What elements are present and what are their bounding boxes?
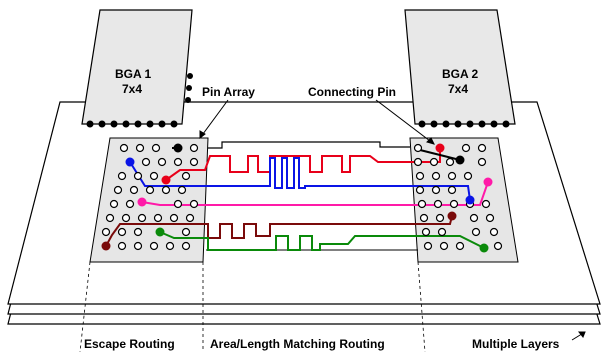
bga2-size: 7x4 (448, 82, 468, 96)
connecting-pin-arrow (375, 99, 435, 145)
multiple-layers-label: Multiple Layers (472, 337, 560, 351)
pin-maroon-left (101, 241, 111, 251)
bga1-balls (86, 73, 193, 128)
pin-blue-right (465, 195, 475, 205)
pin-maroon-right (447, 211, 457, 221)
bga1-chip: BGA 1 7x4 (81, 9, 193, 128)
pin-array-label: Pin Array (202, 85, 255, 99)
pin-magenta-left (137, 197, 147, 207)
trace-blue (129, 157, 471, 201)
pins-right (413, 143, 503, 251)
pin-green-right (479, 243, 489, 253)
board-layer-top (7, 101, 601, 305)
pin-red-left (161, 175, 171, 185)
connecting-pin-label: Connecting Pin (308, 85, 396, 99)
bga2-chip: BGA 2 7x4 (404, 9, 516, 128)
callout-arrows (199, 99, 586, 341)
trace-maroon (105, 215, 453, 247)
pins-left (101, 143, 199, 251)
pin-red-right (435, 143, 445, 153)
routing-channel-outline (208, 141, 410, 149)
connecting-pins (101, 143, 493, 253)
bga2-name: BGA 2 (442, 67, 479, 81)
pin-magenta-right (483, 177, 493, 187)
pin-green-left (155, 227, 165, 237)
bga2-balls (418, 120, 510, 128)
area-length-matching-label: Area/Length Matching Routing (210, 337, 385, 351)
pin-array-arrow (199, 99, 229, 139)
bga1-name: BGA 1 (115, 67, 152, 81)
trace-red (165, 148, 441, 181)
board-layers (7, 101, 601, 325)
trace-green (159, 231, 485, 251)
pin-blue-left (125, 157, 135, 167)
region-dividers (79, 261, 426, 353)
pin-black-left (173, 143, 183, 153)
escape-routing-label: Escape Routing (84, 337, 175, 351)
trace-magenta (141, 181, 489, 206)
bga1-size: 7x4 (122, 82, 142, 96)
pin-black-right (455, 155, 465, 165)
